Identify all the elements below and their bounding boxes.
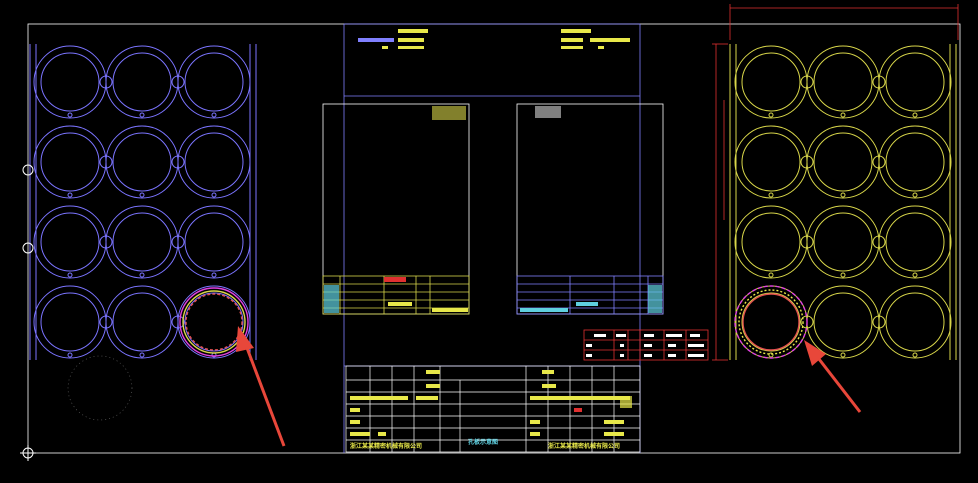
sub-sheet-right (516, 103, 664, 315)
sub-sheet-left (322, 103, 470, 315)
plate-hole-3-2[interactable] (806, 205, 886, 279)
plate-hole-1-1[interactable] (734, 45, 814, 119)
plate-hole-2-2[interactable] (806, 125, 886, 199)
center-sheet-border (343, 23, 641, 453)
drawing-frame (27, 23, 961, 454)
plate-hole-1-2[interactable] (105, 45, 185, 119)
plate-hole-4-3[interactable] (878, 285, 952, 359)
faint-hole-sketch (67, 355, 133, 421)
plate-hole-4-2[interactable] (806, 285, 886, 359)
right-hole-plate[interactable] (729, 44, 957, 360)
plate-hole-4-2[interactable] (105, 285, 185, 359)
plate-hole-4-3[interactable] (177, 285, 251, 359)
plate-hole-4-1[interactable] (734, 285, 814, 359)
plate-hole-1-1[interactable] (33, 45, 113, 119)
title-drawing-name: 孔板示意图 (468, 438, 498, 446)
red-arrow-right (804, 340, 862, 413)
top-header-text (358, 29, 630, 49)
plate-hole-3-1[interactable] (33, 205, 113, 279)
title-company-right: 浙江某某精密机械有限公司 (548, 442, 620, 450)
plate-hole-3-1[interactable] (734, 205, 814, 279)
plate-hole-4-1[interactable] (33, 285, 113, 359)
red-arrow-left (236, 326, 286, 447)
plate-hole-1-3[interactable] (177, 45, 251, 119)
bottom-title-fill (350, 370, 632, 436)
plate-hole-2-2[interactable] (105, 125, 185, 199)
plate-hole-3-3[interactable] (878, 205, 952, 279)
plate-hole-2-3[interactable] (177, 125, 251, 199)
plate-hole-3-2[interactable] (105, 205, 185, 279)
crosshair-cursor-icon (20, 445, 36, 461)
plate-hole-2-1[interactable] (33, 125, 113, 199)
plate-hole-3-3[interactable] (177, 205, 251, 279)
plate-hole-1-2[interactable] (806, 45, 886, 119)
right-highlighted-hole[interactable] (734, 285, 808, 359)
plate-hole-1-3[interactable] (878, 45, 952, 119)
title-company-left: 浙江某某精密机械有限公司 (350, 442, 422, 450)
left-plate-edge-tab (22, 164, 34, 176)
plate-hole-2-1[interactable] (734, 125, 814, 199)
left-highlighted-hole[interactable] (179, 287, 249, 357)
left-hole-plate[interactable] (22, 44, 257, 360)
material-table (583, 329, 709, 361)
left-plate-edge-tab (22, 242, 34, 254)
plate-hole-2-3[interactable] (878, 125, 952, 199)
right-plate-dimensions (712, 4, 959, 361)
bottom-title-block (345, 365, 641, 453)
